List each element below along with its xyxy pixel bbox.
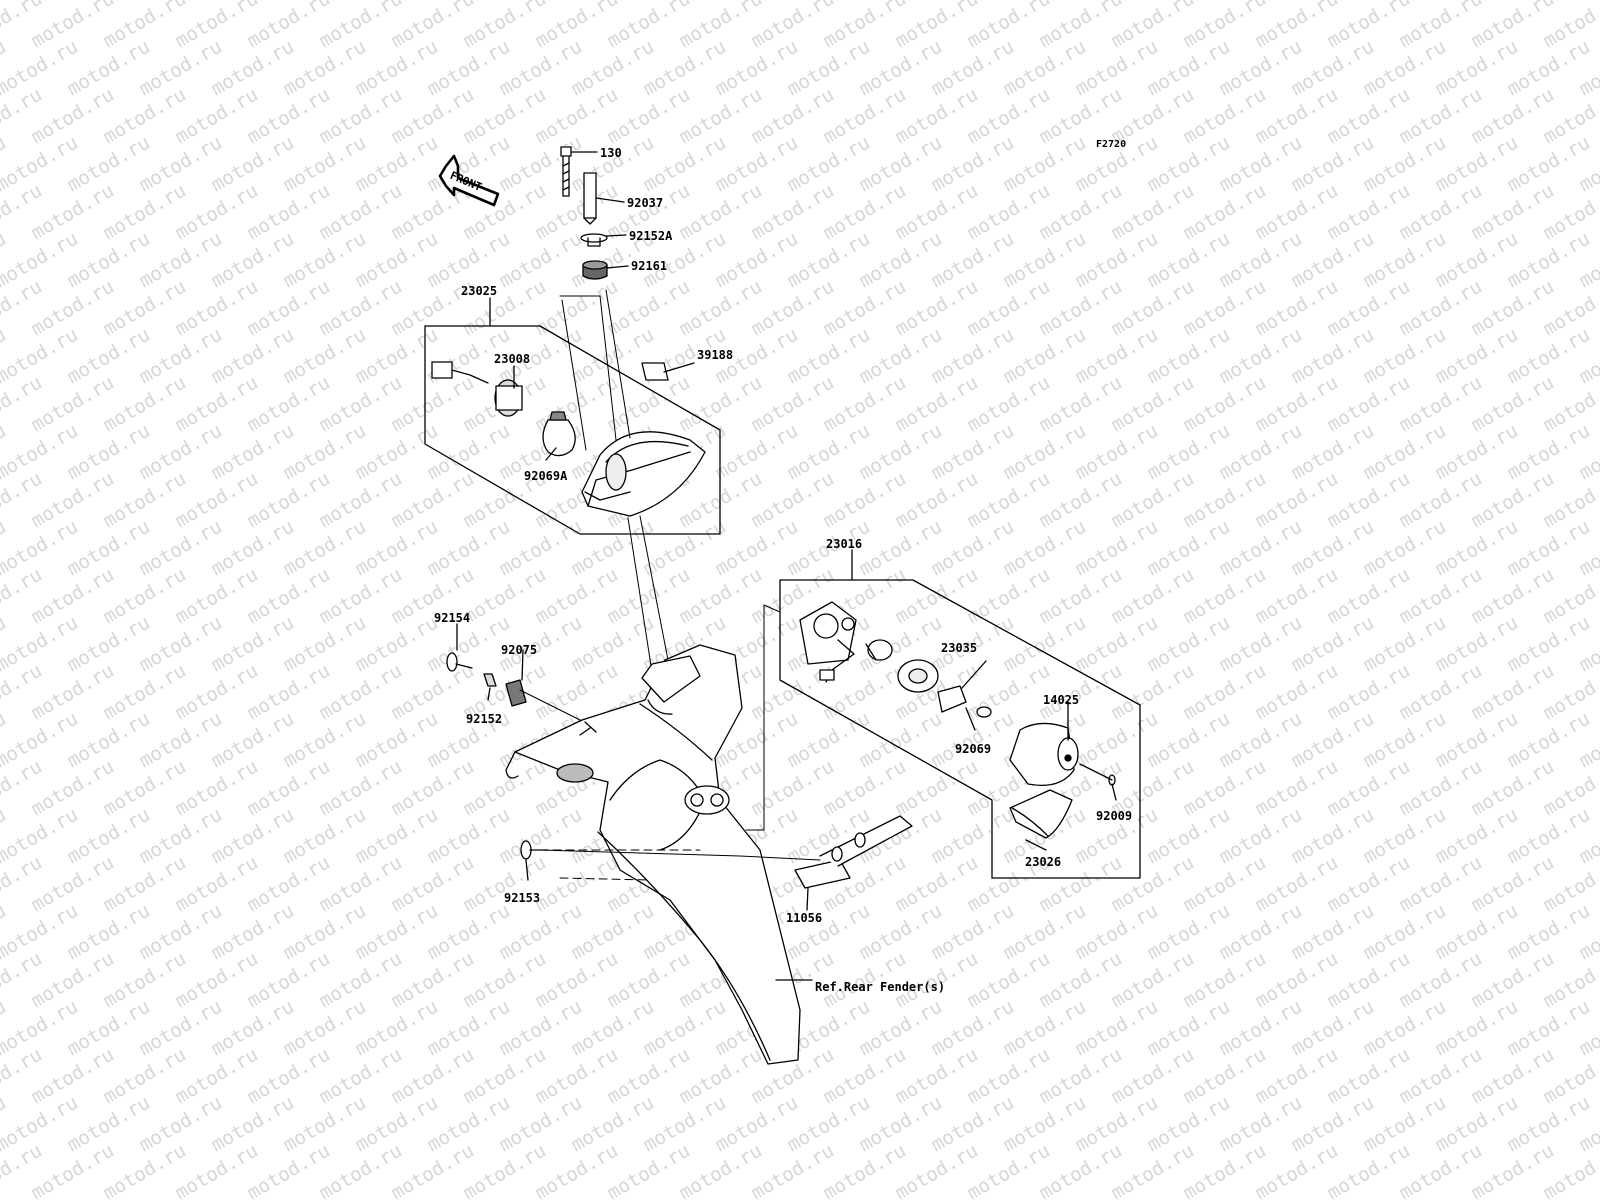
watermark-text: motod.ru: [1576, 0, 1600, 4]
part-label-92009: 92009: [1096, 809, 1132, 823]
tape-39188-shape: [641, 362, 669, 381]
part-label-14025: 14025: [1043, 693, 1079, 707]
part-label-39188: 39188: [697, 348, 733, 362]
damper-92075-shape: [505, 679, 527, 707]
turn-signal-23025-shape: [581, 431, 706, 517]
part-label-92075: 92075: [501, 643, 537, 657]
part-label-92069A: 92069A: [524, 469, 568, 483]
reference-label: Ref.Rear Fender(s): [815, 980, 945, 994]
part-label-130: 130: [600, 146, 622, 160]
part-label-23008: 23008: [494, 352, 530, 366]
license-lamp-23016-shape: [799, 601, 893, 683]
bracket-11056-shape: [794, 815, 913, 889]
lens-14025-shape: [1009, 722, 1079, 787]
part-label-92153: 92153: [504, 891, 540, 905]
bulb-92069-shape: [976, 706, 992, 718]
part-label-23035: 23035: [941, 641, 977, 655]
assembly-box-23025: [424, 325, 721, 535]
part-label-23026: 23026: [1025, 855, 1061, 869]
bolt-92153-shape: [520, 840, 549, 860]
part-label-11056: 11056: [786, 911, 822, 925]
part-label-92154: 92154: [434, 611, 470, 625]
front-arrow-icon: [438, 154, 500, 207]
part-label-92037: 92037: [627, 196, 663, 210]
grommet-92161-shape: [582, 260, 608, 280]
assembly-box-23016: [779, 579, 1141, 879]
socket-23008-shape: [431, 361, 523, 417]
bolt-92154-shape: [446, 652, 473, 672]
cover-23026-shape: [1009, 789, 1073, 839]
clamp-92037-shape: [583, 172, 597, 225]
diagram-code: F2720: [1096, 139, 1126, 150]
collar-92152-shape: [483, 673, 497, 687]
part-label-92152: 92152: [466, 712, 502, 726]
part-label-23025: 23025: [461, 284, 497, 298]
part-label-92152A: 92152A: [629, 229, 673, 243]
socket-23035-shape: [897, 659, 967, 713]
part-label-23016: 23016: [826, 537, 862, 551]
bulb-92069A-shape: [542, 411, 576, 457]
rear-fender-shape: [505, 644, 801, 1065]
screw-92009-shape: [1079, 763, 1116, 786]
part-label-92161: 92161: [631, 259, 667, 273]
part-label-92069: 92069: [955, 742, 991, 756]
bolt-130-shape: [560, 146, 572, 197]
collar-92152A-shape: [580, 233, 608, 247]
